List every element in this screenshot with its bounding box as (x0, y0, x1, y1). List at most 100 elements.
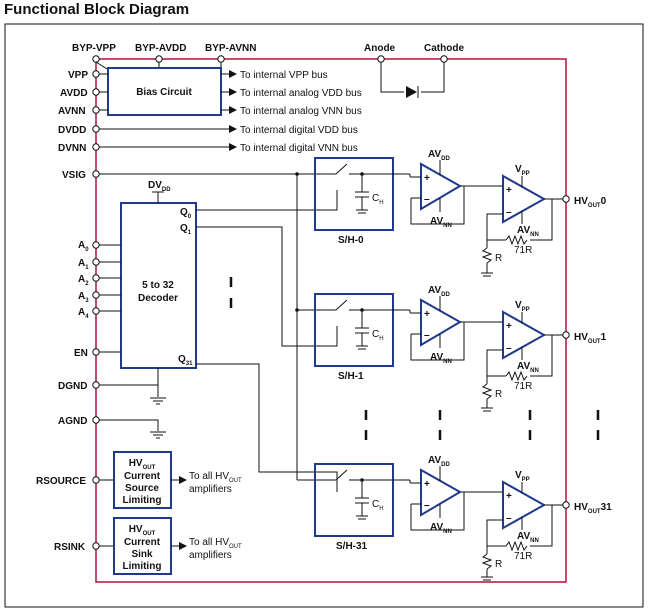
pin-label-a4: A4 (78, 307, 89, 320)
bus-dvnn: To internal digital VNN bus (240, 143, 358, 154)
pin-vsig (92, 170, 100, 178)
diagram-label: + (424, 479, 430, 490)
pin-label-a1: A1 (78, 258, 89, 271)
pin-byp-vpp (92, 55, 100, 63)
pin-byp-avdd (155, 55, 163, 63)
diagram-label: + (506, 185, 512, 196)
pin-label-en: EN (74, 348, 88, 359)
pin-anode (377, 55, 385, 63)
diode (380, 62, 445, 98)
decoder-q0: Q0 (180, 207, 192, 220)
diagram-label: – (506, 343, 512, 354)
bus-vpp: To internal VPP bus (240, 70, 328, 81)
decoder-dv: DVDD (148, 180, 171, 193)
pin-a3 (92, 291, 100, 299)
pin-label-avdd: AVDD (60, 88, 88, 99)
hv-amp-0 (502, 174, 547, 224)
sh0-label: S/H-0 (338, 235, 364, 246)
top-pins: BYP-VPP BYP-AVDD BYP-AVNN Anode Cathode (72, 43, 464, 70)
ic-boundary (95, 58, 567, 583)
diagram-label: VPP (515, 300, 530, 313)
bias-circuit-label: Bias Circuit (136, 87, 192, 98)
pin-label-a3: A3 (78, 291, 89, 304)
diagram-label: Current (124, 471, 161, 482)
diagram-label: – (506, 513, 512, 524)
diagram-label: AVDD (428, 285, 450, 298)
pin-avdd (92, 88, 100, 96)
pin-label-byp-vpp: BYP-VPP (72, 43, 116, 54)
pin-dvdd (92, 125, 100, 133)
channel-31: CH S/H-31 + – AVDD AVNN + – VPP AVNN 71R… (314, 455, 612, 581)
diagram-label: AVNN (430, 522, 452, 535)
pin-agnd (92, 416, 100, 424)
diagram-label: + (506, 321, 512, 332)
hv-amp-31 (502, 480, 547, 530)
pin-label-anode: Anode (364, 43, 396, 54)
sh31-label: S/H-31 (336, 541, 368, 552)
diagram-label: VPP (515, 470, 530, 483)
pin-vpp (92, 70, 100, 78)
decoder-q1: Q1 (180, 223, 192, 236)
diagram-label: R (495, 389, 502, 400)
decoder-line2: Decoder (138, 293, 178, 304)
outer-frame (4, 23, 644, 608)
pin-label-rsource: RSOURCE (36, 476, 86, 487)
pin-label-cathode: Cathode (424, 43, 464, 54)
pin-avnn (92, 106, 100, 114)
diagram-label: AVNN (517, 531, 539, 544)
pin-label-avnn: AVNN (58, 106, 86, 117)
pin-a0 (92, 241, 100, 249)
pin-label-a2: A2 (78, 274, 89, 287)
diagram-label: CH (372, 193, 384, 206)
pin-dvnn (92, 143, 100, 151)
pin-cathode (440, 55, 448, 63)
pin-a4 (92, 307, 100, 315)
diagram-label: 71R (514, 245, 532, 256)
pin-label-byp-avnn: BYP-AVNN (205, 43, 256, 54)
diagram-label: AVNN (430, 216, 452, 229)
pin-label-rsink: RSINK (54, 542, 86, 553)
diagram-label: CH (372, 329, 384, 342)
decoder-line1: 5 to 32 (142, 280, 174, 291)
sh0-block (314, 157, 394, 231)
pin-label-dvnn: DVNN (58, 143, 86, 154)
diagram-label: 71R (514, 381, 532, 392)
diagram-label: – (506, 207, 512, 218)
channel-1: CH S/H-1 + – AVDD AVNN + – VPP AVNN 71R … (314, 285, 607, 412)
diagram-label: AVNN (517, 361, 539, 374)
bus-dvdd: To internal digital VDD bus (240, 125, 358, 136)
pin-hv-out-0 (562, 195, 570, 203)
hv-out-1-label: HVOUT1 (574, 332, 607, 345)
diagram-label: amplifiers (189, 484, 232, 495)
diagram-label: To all HVOUT (189, 537, 242, 550)
diagram-label: Limiting (123, 561, 162, 572)
pin-label-vsig: VSIG (62, 170, 86, 181)
diagram-label: To all HVOUT (189, 471, 242, 484)
decoder-q31: Q31 (178, 354, 193, 367)
pin-hv-out-31 (562, 501, 570, 509)
pin-rsource (92, 476, 100, 484)
diagram-label: 71R (514, 551, 532, 562)
diagram-label: + (424, 173, 430, 184)
pin-hv-out-1 (562, 331, 570, 339)
current-limiting: RSOURCE HVOUT Current Source Limiting To… (36, 451, 242, 575)
hv-amp-1 (502, 310, 547, 360)
diagram-label: AVDD (428, 149, 450, 162)
pin-a1 (92, 258, 100, 266)
sh31-block (314, 463, 394, 537)
diagram-label: HVOUT (129, 458, 156, 471)
pin-label-agnd: AGND (58, 416, 87, 427)
diagram-label: R (495, 559, 502, 570)
diagram-label: Sink (131, 549, 153, 560)
channel-0: CH S/H-0 + – AVDD AVNN + – VPP AVNN 71R … (314, 149, 607, 277)
bus-avdd: To internal analog VDD bus (240, 88, 362, 99)
diagram-label: AVDD (428, 455, 450, 468)
sh1-label: S/H-1 (338, 371, 364, 382)
diagram-label: – (424, 330, 430, 341)
diagram-label: CH (372, 499, 384, 512)
sh1-block (314, 293, 394, 367)
pin-rsink (92, 542, 100, 550)
diagram-label: Limiting (123, 495, 162, 506)
diagram-label: Source (125, 483, 159, 494)
